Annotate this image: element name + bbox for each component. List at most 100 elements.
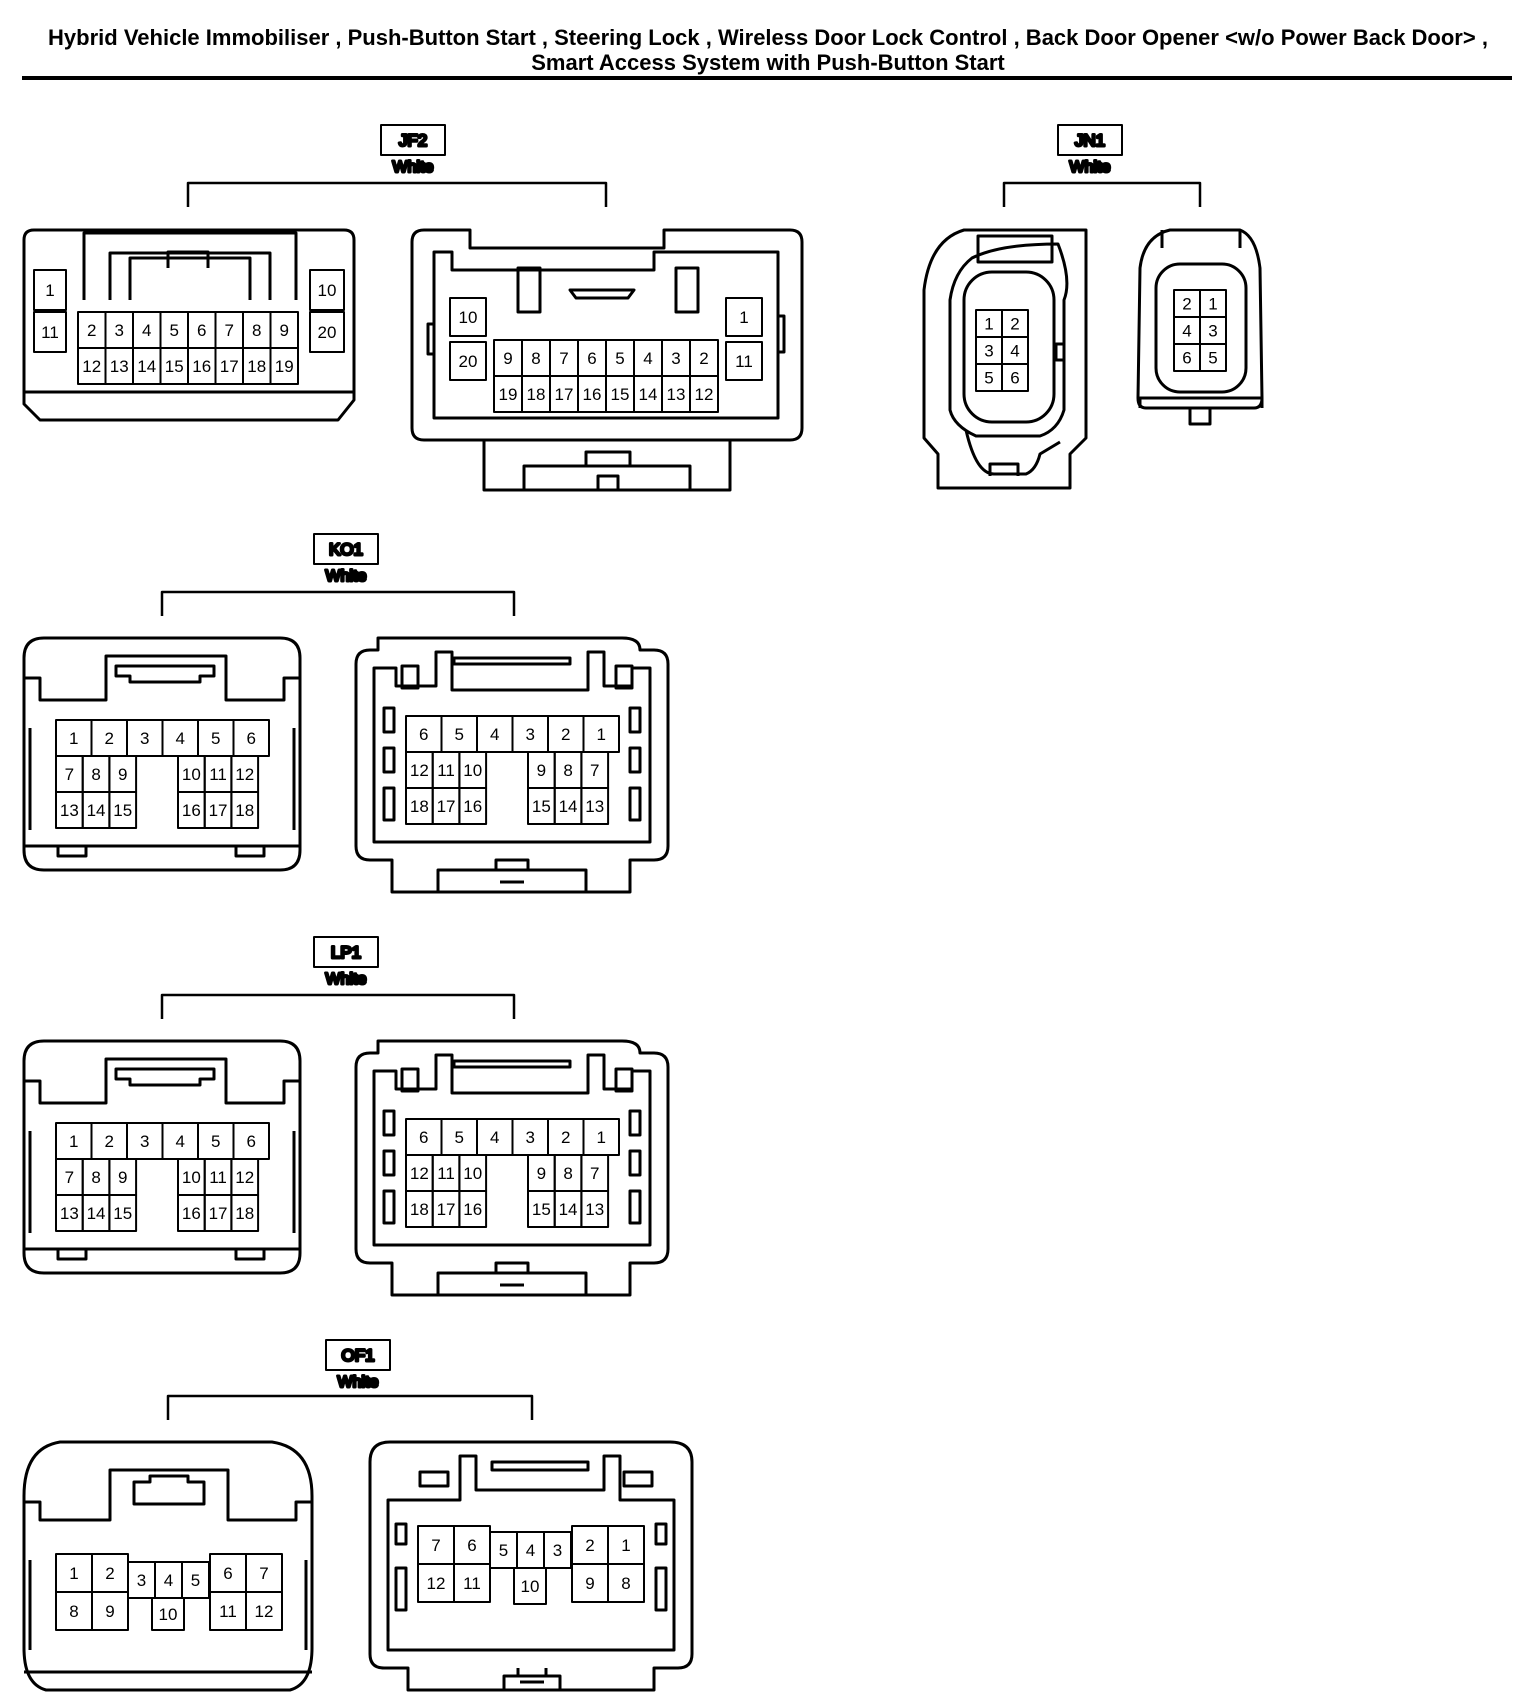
pin-of1-right-side-8: 8 [621, 1574, 630, 1593]
bracket-jn1 [1002, 181, 1202, 207]
pin-jn1-right-5: 5 [1208, 349, 1217, 368]
seal-jn1-left [948, 234, 1069, 476]
latch-ko1-left [24, 654, 300, 858]
housing-lp1-right [354, 1039, 670, 1297]
pin-jf2-right-11: 11 [735, 352, 753, 371]
color-of1: White [338, 1374, 379, 1391]
pin-ko1-left-9: 9 [118, 765, 127, 784]
pin-lp1-left-7: 7 [65, 1168, 74, 1187]
bracket-jf2 [186, 181, 608, 207]
pin-lp1-left-15: 15 [113, 1204, 132, 1223]
pin-jf2-right-5: 5 [615, 349, 624, 368]
pin-ko1-right-18: 18 [410, 797, 429, 816]
pin-jn1-right-3: 3 [1208, 322, 1217, 341]
pin-lp1-left-1: 1 [69, 1132, 78, 1151]
pin-lp1-right-16: 16 [463, 1200, 482, 1219]
pin-lp1-left-18-cell [230, 1194, 260, 1232]
pin-lp1-left-10: 10 [182, 1168, 201, 1187]
pin-jf2-left-2: 2 [87, 321, 96, 340]
pin-jf2-right-12: 12 [695, 385, 714, 404]
pin-ko1-left-12: 12 [235, 765, 254, 784]
pin-lp1-left-14: 14 [87, 1204, 106, 1223]
pin-jf2-left-15: 15 [165, 357, 184, 376]
pin-lp1-left-17: 17 [209, 1204, 228, 1223]
pin-ko1-right-5: 5 [455, 725, 464, 744]
label-box-of1 [325, 1339, 391, 1371]
pin-jf2-left-11-cell [33, 311, 67, 353]
pin-ko1-left-11: 11 [209, 765, 227, 784]
pin-of1-right-7: 7 [431, 1536, 440, 1555]
pin-jn1-left-6-cell [1001, 363, 1029, 392]
pin-lp1-left-2: 2 [105, 1132, 114, 1151]
pin-jf2-left-20: 20 [318, 323, 337, 342]
latch-jf2-left [24, 231, 354, 394]
pin-jn1-left-3: 3 [984, 342, 993, 361]
housing-of1-right [368, 1440, 694, 1692]
pin-ko1-right-3: 3 [526, 725, 535, 744]
pin-lp1-left-13: 13 [60, 1204, 79, 1223]
pin-jn1-right-2: 2 [1182, 295, 1191, 314]
pin-jn1-left-6: 6 [1010, 369, 1019, 388]
pin-jf2-left-20-cell [309, 311, 345, 353]
color-jn1: White [1070, 159, 1111, 176]
pin-ko1-left-14: 14 [87, 801, 106, 820]
housing-jf2-right [410, 228, 804, 442]
inner-jn1-right [1154, 262, 1248, 394]
pin-jf2-right-12-cell [689, 375, 719, 413]
pin-ko1-right-15: 15 [532, 797, 551, 816]
label-box-ko1 [313, 533, 379, 565]
pin-jf2-right-4: 4 [643, 349, 652, 368]
pin-ko1-left-10: 10 [182, 765, 201, 784]
pin-lp1-right-5: 5 [455, 1128, 464, 1147]
pin-lp1-right-13: 13 [585, 1200, 604, 1219]
pin-lp1-right-11: 11 [437, 1164, 455, 1183]
pin-jn1-right-6: 6 [1182, 349, 1191, 368]
pin-lp1-right-1: 1 [597, 1128, 606, 1147]
pin-ko1-left-2: 2 [105, 729, 114, 748]
pin-jf2-right-20: 20 [459, 352, 478, 371]
pin-ko1-right-13-cell [580, 787, 610, 825]
pin-of1-right-side-7: 7 [259, 1564, 268, 1583]
latch-lp1-right [372, 1053, 652, 1295]
pin-of1-left-10-cell [151, 1597, 185, 1631]
pin-jf2-left-5: 5 [170, 321, 179, 340]
label-jf2: JF2 [399, 131, 427, 150]
pin-lp1-left-5: 5 [211, 1132, 220, 1151]
pin-ko1-left-13: 13 [60, 801, 79, 820]
pin-of1-left-8: 8 [69, 1602, 78, 1621]
pin-jf2-left-1: 1 [45, 281, 54, 300]
pin-lp1-right-4: 4 [490, 1128, 499, 1147]
pin-ko1-right-16: 16 [463, 797, 482, 816]
title-line-2: Smart Access System with Push-Button Sta… [531, 50, 1005, 75]
pin-jf2-right-17: 17 [555, 385, 574, 404]
pin-lp1-left-3: 3 [140, 1132, 149, 1151]
pin-of1-right-side-11: 11 [219, 1602, 237, 1621]
pin-jf2-right-1-cell [725, 297, 763, 337]
pin-lp1-right-15: 15 [532, 1200, 551, 1219]
pin-jf2-left-17: 17 [220, 357, 239, 376]
color-jf2: White [393, 159, 434, 176]
pin-lp1-left-6: 6 [247, 1132, 256, 1151]
pin-lp1-right-7: 7 [590, 1164, 599, 1183]
pin-ko1-left-6: 6 [247, 729, 256, 748]
pin-jf2-right-1: 1 [739, 308, 748, 327]
housing-jn1-left [922, 228, 1088, 490]
pin-lp1-left-9: 9 [118, 1168, 127, 1187]
pin-ko1-left-4: 4 [176, 729, 185, 748]
pin-ko1-right-1: 1 [597, 725, 606, 744]
latch-jf2-right [426, 250, 786, 492]
pin-jf2-left-10: 10 [318, 281, 337, 300]
pin-ko1-right-4: 4 [490, 725, 499, 744]
pin-jf2-left-1-cell [33, 269, 67, 311]
pin-of1-right-3: 3 [553, 1541, 562, 1560]
pin-jf2-right-14: 14 [639, 385, 658, 404]
pin-lp1-left-8: 8 [91, 1168, 100, 1187]
pin-jn1-right-5-cell [1199, 343, 1227, 372]
pin-jf2-left-19: 19 [275, 357, 294, 376]
pin-jf2-left-10-cell [309, 269, 345, 311]
label-box-lp1 [313, 936, 379, 968]
pin-ko1-left-17: 17 [209, 801, 228, 820]
